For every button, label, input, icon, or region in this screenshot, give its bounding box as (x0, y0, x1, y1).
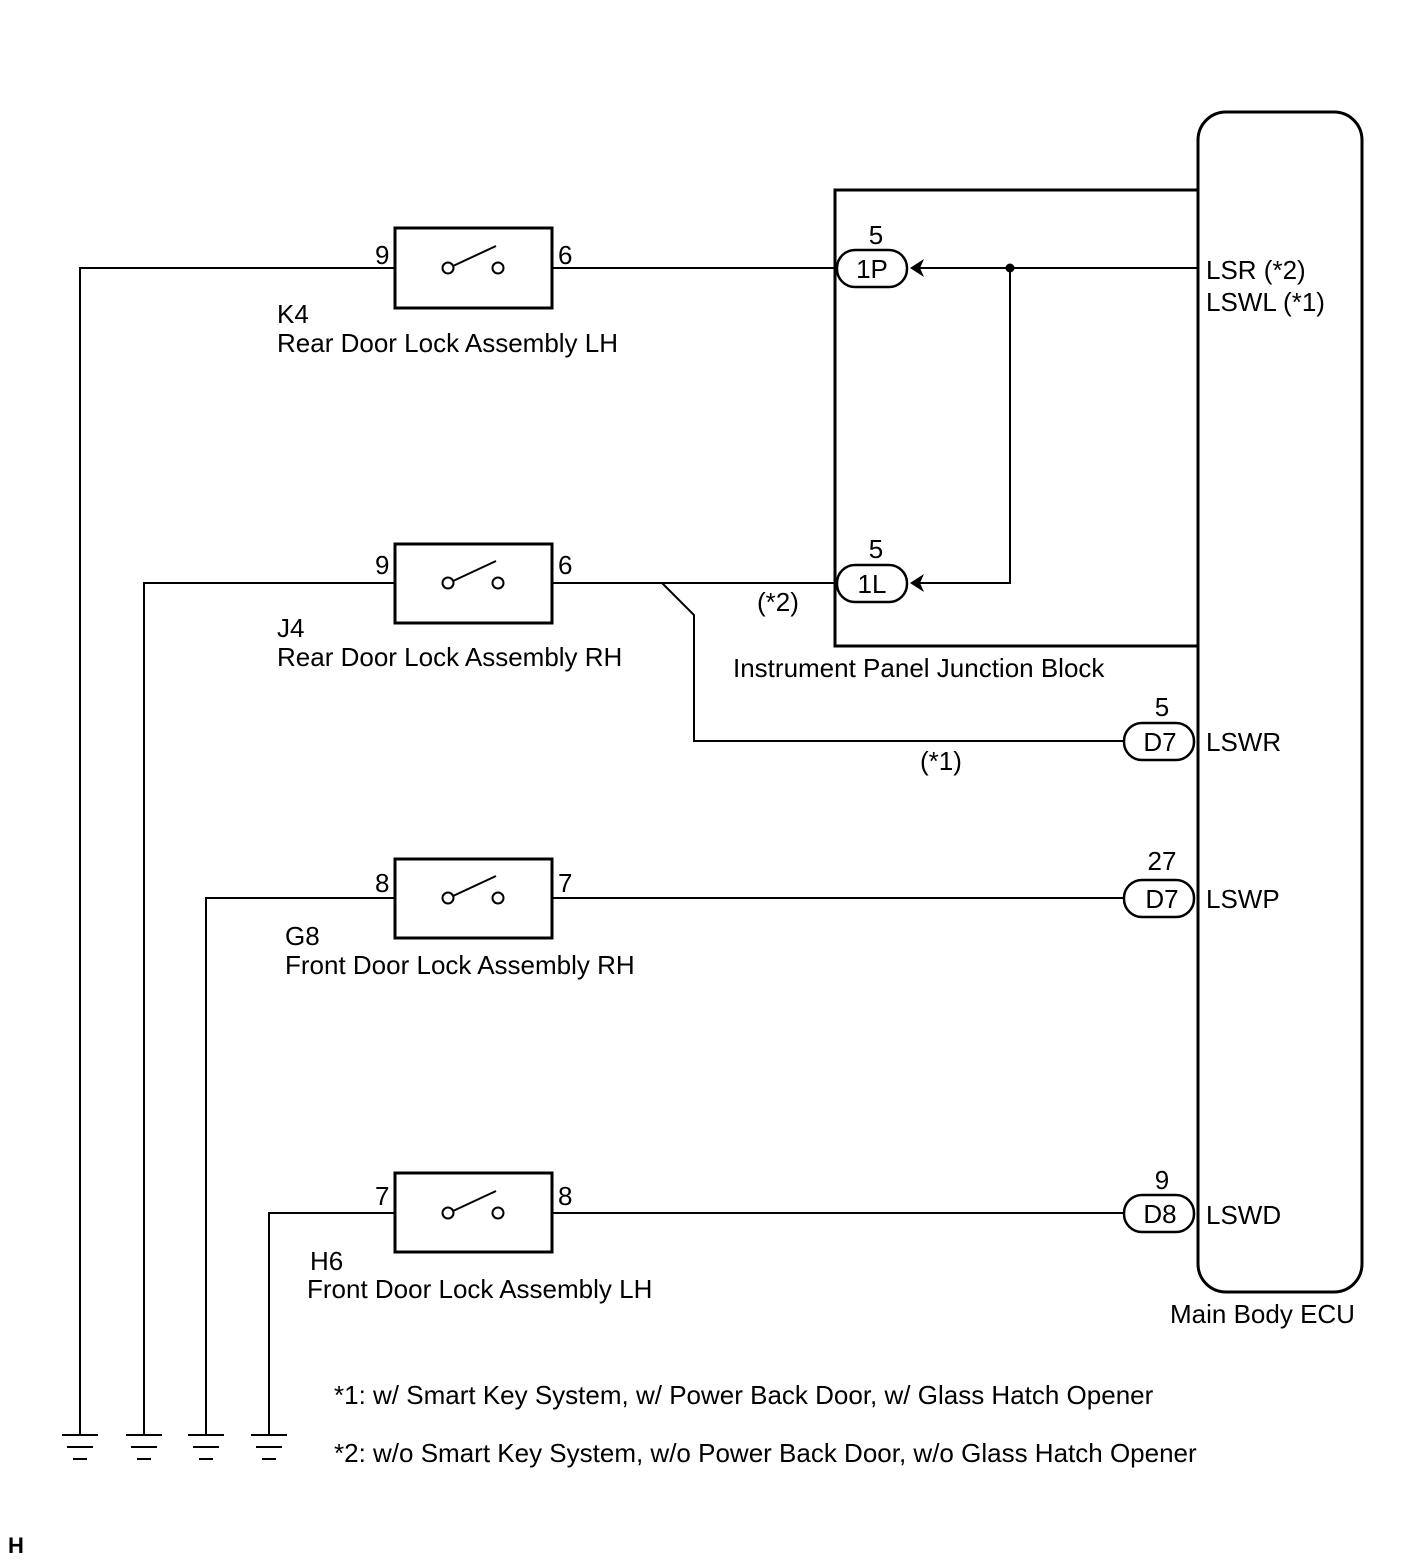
switch-k4-pin-right: 6 (558, 240, 572, 270)
junction-block-outline (833, 188, 1198, 648)
ground-icon (126, 1434, 162, 1460)
switch-g8-pin-left: 8 (375, 868, 389, 898)
connector-1l-label: 1L (858, 569, 887, 599)
ecu-pin-lswl: LSWL (*1) (1206, 287, 1325, 317)
switch-g8-name: Front Door Lock Assembly RH (285, 950, 635, 980)
connector-d7-27-label: D7 (1145, 884, 1178, 914)
ecu-pin-lswd: LSWD (1206, 1200, 1281, 1230)
ground-icon (62, 1434, 98, 1460)
switch-h6 (393, 1171, 554, 1254)
splice-point (1005, 263, 1015, 273)
connector-d7-27-pin: 27 (1148, 846, 1177, 876)
wire-h6-ground (268, 1212, 395, 1434)
ecu-pin-lswr: LSWR (1206, 727, 1281, 757)
switch-k4 (393, 226, 554, 310)
connector-1l-pin: 5 (869, 534, 883, 564)
ecu-pin-lswp: LSWP (1206, 884, 1280, 914)
switch-h6-name: Front Door Lock Assembly LH (307, 1274, 652, 1304)
switch-g8 (393, 857, 554, 940)
wire-k4-ground (79, 267, 395, 1434)
main-body-ecu-box (1196, 110, 1364, 1294)
ecu-name: Main Body ECU (1170, 1299, 1355, 1329)
switch-j4-name: Rear Door Lock Assembly RH (277, 642, 622, 672)
wire-g8-ground (205, 897, 395, 1434)
note-2: *2: w/o Smart Key System, w/o Power Back… (334, 1438, 1197, 1468)
switch-k4-pin-left: 9 (375, 240, 389, 270)
junction-block-name: Instrument Panel Junction Block (733, 653, 1105, 683)
ground-icon (188, 1434, 224, 1460)
switch-j4 (393, 542, 554, 625)
connector-1p-label: 1P (856, 254, 888, 284)
wire-j4-ground (143, 582, 395, 1434)
note-1: *1: w/ Smart Key System, w/ Power Back D… (334, 1380, 1154, 1410)
switch-j4-pin-right: 6 (558, 550, 572, 580)
switch-k4-name: Rear Door Lock Assembly LH (277, 328, 618, 358)
switch-h6-code: H6 (310, 1246, 343, 1276)
jb-wire-link (920, 268, 1011, 584)
connector-d7-5-pin: 5 (1155, 692, 1169, 722)
wire-j4-ecu-lswr (661, 582, 1124, 742)
switch-g8-pin-right: 7 (558, 868, 572, 898)
switch-h6-pin-left: 7 (375, 1181, 389, 1211)
variant-mark-2: (*2) (757, 587, 799, 617)
corner-mark: H (8, 1533, 24, 1558)
switch-h6-pin-right: 8 (558, 1181, 572, 1211)
switch-j4-pin-left: 9 (375, 550, 389, 580)
connector-d8-9-label: D8 (1143, 1199, 1176, 1229)
connector-d8-9-pin: 9 (1155, 1165, 1169, 1195)
ground-icon (251, 1434, 287, 1460)
connector-1l-arrow-icon (910, 574, 924, 592)
switch-g8-code: G8 (285, 921, 320, 951)
switch-j4-code: J4 (277, 613, 304, 643)
ecu-pin-lsr: LSR (*2) (1206, 255, 1306, 285)
connector-d7-5-label: D7 (1143, 727, 1176, 757)
variant-mark-1: (*1) (920, 746, 962, 776)
switch-k4-code: K4 (277, 299, 309, 329)
connector-1p-arrow-icon (910, 259, 924, 277)
connector-1p-pin: 5 (869, 220, 883, 250)
